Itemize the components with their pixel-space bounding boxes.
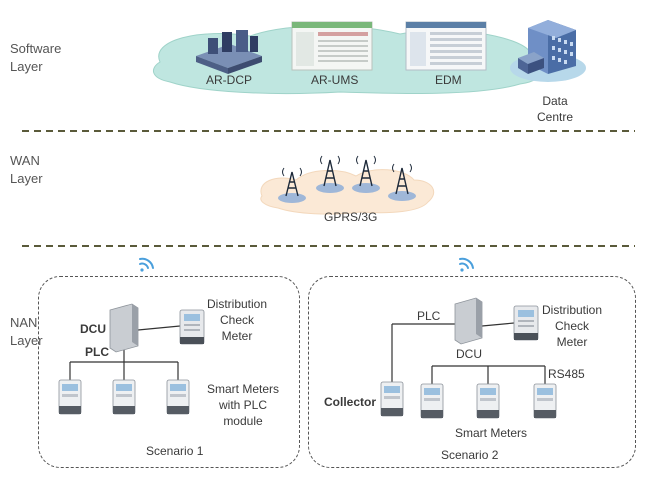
wireless-signal-icon <box>459 257 474 272</box>
plc-label-scenario2: PLC <box>417 309 441 323</box>
cell-tower-icon <box>278 167 306 203</box>
dcu-scenario1-icon <box>109 303 139 353</box>
ar-ums-screenshot-icon <box>291 21 373 71</box>
data-centre-icon <box>510 20 586 82</box>
layer-label-software: Software Layer <box>10 41 62 74</box>
scenario1-title: Scenario 1 <box>146 444 204 458</box>
cell-tower-icon <box>388 163 416 201</box>
smart-meter-icon <box>476 383 500 419</box>
scenario2-wiring <box>391 322 546 384</box>
dcu-label-scenario2: DCU <box>456 347 482 361</box>
smart-meter-icon <box>420 383 444 419</box>
layer-label-nan: NAN Layer <box>10 315 43 348</box>
ar-ums-label: AR-UMS <box>311 73 359 87</box>
gprs-3g-label: GPRS/3G <box>324 210 378 224</box>
edm-label: EDM <box>435 73 462 87</box>
check-meter-scenario1-icon <box>179 309 205 345</box>
smart-meter-icon <box>58 379 82 415</box>
smart-meter-icon <box>533 383 557 419</box>
check-meter-label-scenario2: Distribution Check Meter <box>541 303 603 349</box>
scenario1-wiring <box>69 325 181 380</box>
smart-meter-icon <box>112 379 136 415</box>
scenario2-title: Scenario 2 <box>441 448 499 462</box>
check-meter-label-scenario1: Distribution Check Meter <box>206 297 268 343</box>
collector-meter-icon <box>380 381 404 417</box>
smart-meters-label-scenario2: Smart Meters <box>455 426 528 440</box>
cell-tower-icon <box>352 155 380 193</box>
wireless-signal-icon <box>139 257 154 272</box>
scenario2-box <box>308 276 636 468</box>
cell-tower-icon <box>316 155 344 193</box>
smart-meter-icon <box>166 379 190 415</box>
ar-dcp-label: AR-DCP <box>206 73 253 87</box>
rs485-label: RS485 <box>548 367 585 381</box>
dcu-scenario2-icon <box>454 297 483 345</box>
edm-screenshot-icon <box>405 21 487 71</box>
plc-label-scenario1: PLC <box>85 345 109 359</box>
dcu-label-scenario1: DCU <box>80 322 106 336</box>
check-meter-scenario2-icon <box>513 305 539 341</box>
collector-label: Collector <box>324 395 377 409</box>
wan-cloud <box>260 169 435 215</box>
data-centre-label: Data Centre <box>536 94 574 124</box>
layer-label-wan: WAN Layer <box>10 153 43 186</box>
scenario1-box <box>38 276 300 468</box>
smart-meters-label-scenario1: Smart Meters with PLC module <box>206 382 279 428</box>
ar-dcp-server-icon <box>196 30 262 74</box>
